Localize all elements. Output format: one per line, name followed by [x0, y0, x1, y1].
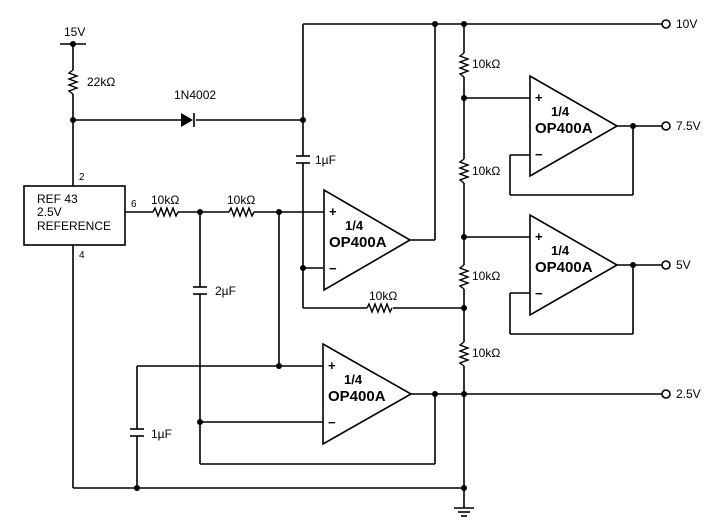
opamp-u1-minus: −	[329, 261, 337, 276]
ref-label-line2: 2.5V	[37, 205, 62, 219]
resistor-input-2: 10kΩ	[227, 193, 255, 218]
opamp-u2-plus: +	[535, 90, 543, 105]
resistor-supply-value: 22kΩ	[87, 75, 115, 89]
output-5v-label: 5V	[676, 258, 691, 272]
resistor-input-1: 10kΩ	[151, 193, 179, 218]
resistor-divider-3: 10kΩ	[458, 264, 500, 290]
capacitor-mid-value: 2µF	[215, 284, 236, 298]
resistor-divider-2: 10kΩ	[458, 158, 500, 184]
opamp-u2-part: OP400A	[535, 120, 593, 137]
opamp-u2-fraction: 1/4	[551, 104, 570, 119]
opamp-u3-plus: +	[328, 358, 336, 373]
output-10v-terminal: 10V	[661, 17, 697, 31]
resistor-divider-3-value: 10kΩ	[472, 269, 500, 283]
wires	[60, 23, 662, 508]
opamp-u3: + − 1/4 OP400A	[322, 342, 413, 446]
ref-label-line3: REFERENCE	[37, 219, 111, 233]
ref-pin-in: 2	[79, 172, 85, 183]
ref-label-line1: REF 43	[37, 192, 78, 206]
resistor-feedback-value: 10kΩ	[369, 289, 397, 303]
opamp-u4-minus: −	[535, 286, 543, 301]
capacitor-bottom: 1µF	[130, 427, 172, 441]
ground-icon	[454, 507, 474, 517]
opamp-u1: + − 1/4 OP400A	[323, 188, 412, 292]
junctions	[70, 21, 636, 491]
resistor-divider-4-value: 10kΩ	[472, 346, 500, 360]
supply-terminal: 15V	[64, 25, 85, 39]
resistor-feedback: 10kΩ	[366, 289, 397, 314]
resistor-divider-1: 10kΩ	[458, 52, 500, 78]
resistor-supply: 22kΩ	[67, 69, 115, 95]
opamp-u3-part: OP400A	[328, 388, 386, 405]
output-5v-terminal: 5V	[661, 258, 691, 272]
opamp-u4: + − 1/4 OP400A	[529, 213, 619, 317]
opamp-u2-minus: −	[535, 147, 543, 162]
ref43-reference: REF 43 2.5V REFERENCE 2 6 4	[23, 172, 137, 261]
resistor-input-1-value: 10kΩ	[151, 193, 179, 207]
resistor-divider-2-value: 10kΩ	[472, 164, 500, 178]
output-7v5-terminal: 7.5V	[661, 119, 701, 133]
output-2v5-terminal: 2.5V	[661, 387, 701, 401]
opamp-u1-part: OP400A	[329, 234, 387, 251]
diode-label: 1N4002	[174, 88, 216, 102]
capacitor-top: 1µF	[296, 153, 336, 167]
diode-1n4002: 1N4002	[174, 88, 216, 127]
ref-pin-out: 6	[131, 199, 137, 210]
capacitor-top-value: 1µF	[315, 153, 336, 167]
capacitor-bottom-value: 1µF	[151, 427, 172, 441]
ref-pin-gnd: 4	[79, 250, 85, 261]
opamp-u4-plus: +	[535, 229, 543, 244]
opamp-u4-fraction: 1/4	[551, 243, 570, 258]
resistor-divider-4: 10kΩ	[458, 341, 500, 367]
opamp-u1-plus: +	[329, 204, 337, 219]
resistor-input-2-value: 10kΩ	[227, 193, 255, 207]
output-10v-label: 10V	[676, 17, 697, 31]
opamp-u4-part: OP400A	[535, 259, 593, 276]
output-2v5-label: 2.5V	[676, 387, 701, 401]
opamp-u2: + − 1/4 OP400A	[529, 74, 619, 178]
output-7v5-label: 7.5V	[676, 119, 701, 133]
opamp-u1-fraction: 1/4	[345, 218, 364, 233]
opamp-u3-minus: −	[328, 415, 336, 430]
supply-label: 15V	[64, 25, 85, 39]
capacitor-mid: 2µF	[193, 284, 236, 298]
opamp-u3-fraction: 1/4	[344, 372, 363, 387]
resistor-divider-1-value: 10kΩ	[472, 57, 500, 71]
